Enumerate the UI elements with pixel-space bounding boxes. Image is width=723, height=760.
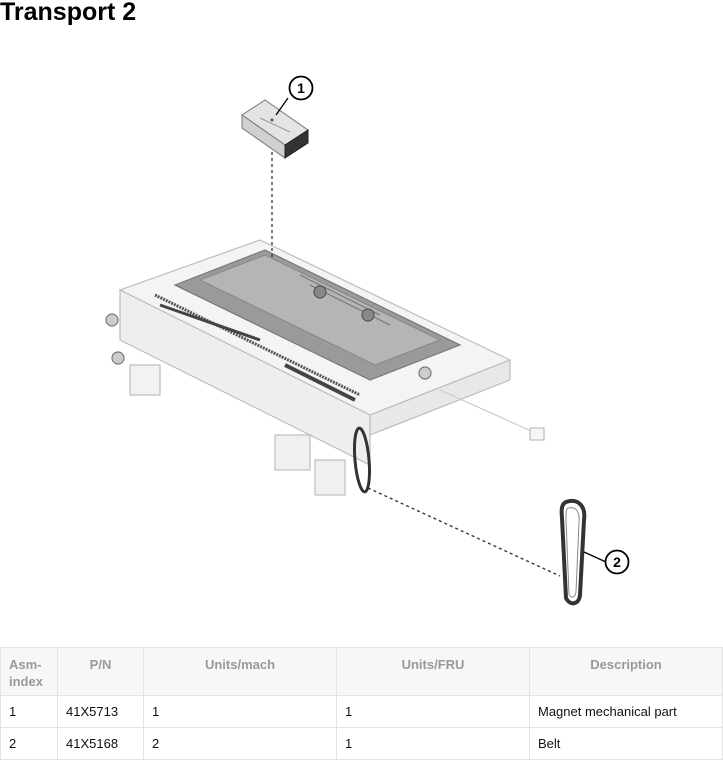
cell-units-mach: 1 [143, 695, 337, 728]
magnet-mechanical-part [241, 99, 309, 159]
cell-units-mach: 2 [143, 727, 337, 760]
cell-asm-index: 2 [0, 727, 58, 760]
cell-description: Belt [529, 727, 723, 760]
callout-2-label: 2 [613, 554, 621, 570]
cell-units-fru: 1 [336, 727, 530, 760]
cell-asm-index: 1 [0, 695, 58, 728]
header-units-mach: Units/mach [143, 647, 337, 696]
table-row: 2 41X5168 2 1 Belt [0, 727, 723, 760]
belt-part [559, 499, 587, 606]
page-title: Transport 2 [0, 0, 137, 26]
exploded-parts-illustration: 1 2 [105, 75, 630, 606]
assembly-belt [352, 426, 372, 494]
transport-assembly [105, 239, 545, 496]
cell-pn: 41X5168 [57, 727, 144, 760]
header-asm-index: Asm- index [0, 647, 58, 696]
header-pn: P/N [57, 647, 144, 696]
cell-units-fru: 1 [336, 695, 530, 728]
header-description: Description [529, 647, 723, 696]
callout-2: 2 [583, 549, 630, 575]
leader-line-2 [367, 487, 561, 577]
header-units-fru: Units/FRU [336, 647, 530, 696]
cell-description: Magnet mechanical part [529, 695, 723, 728]
callout-1-label: 1 [297, 80, 305, 96]
cell-pn: 41X5713 [57, 695, 144, 728]
table-row: 1 41X5713 1 1 Magnet mechanical part [0, 695, 723, 728]
callout-1: 1 [275, 75, 314, 116]
table-header-row: Asm- index P/N Units/mach Units/FRU Desc… [0, 647, 723, 696]
parts-table: Asm- index P/N Units/mach Units/FRU Desc… [0, 647, 723, 760]
